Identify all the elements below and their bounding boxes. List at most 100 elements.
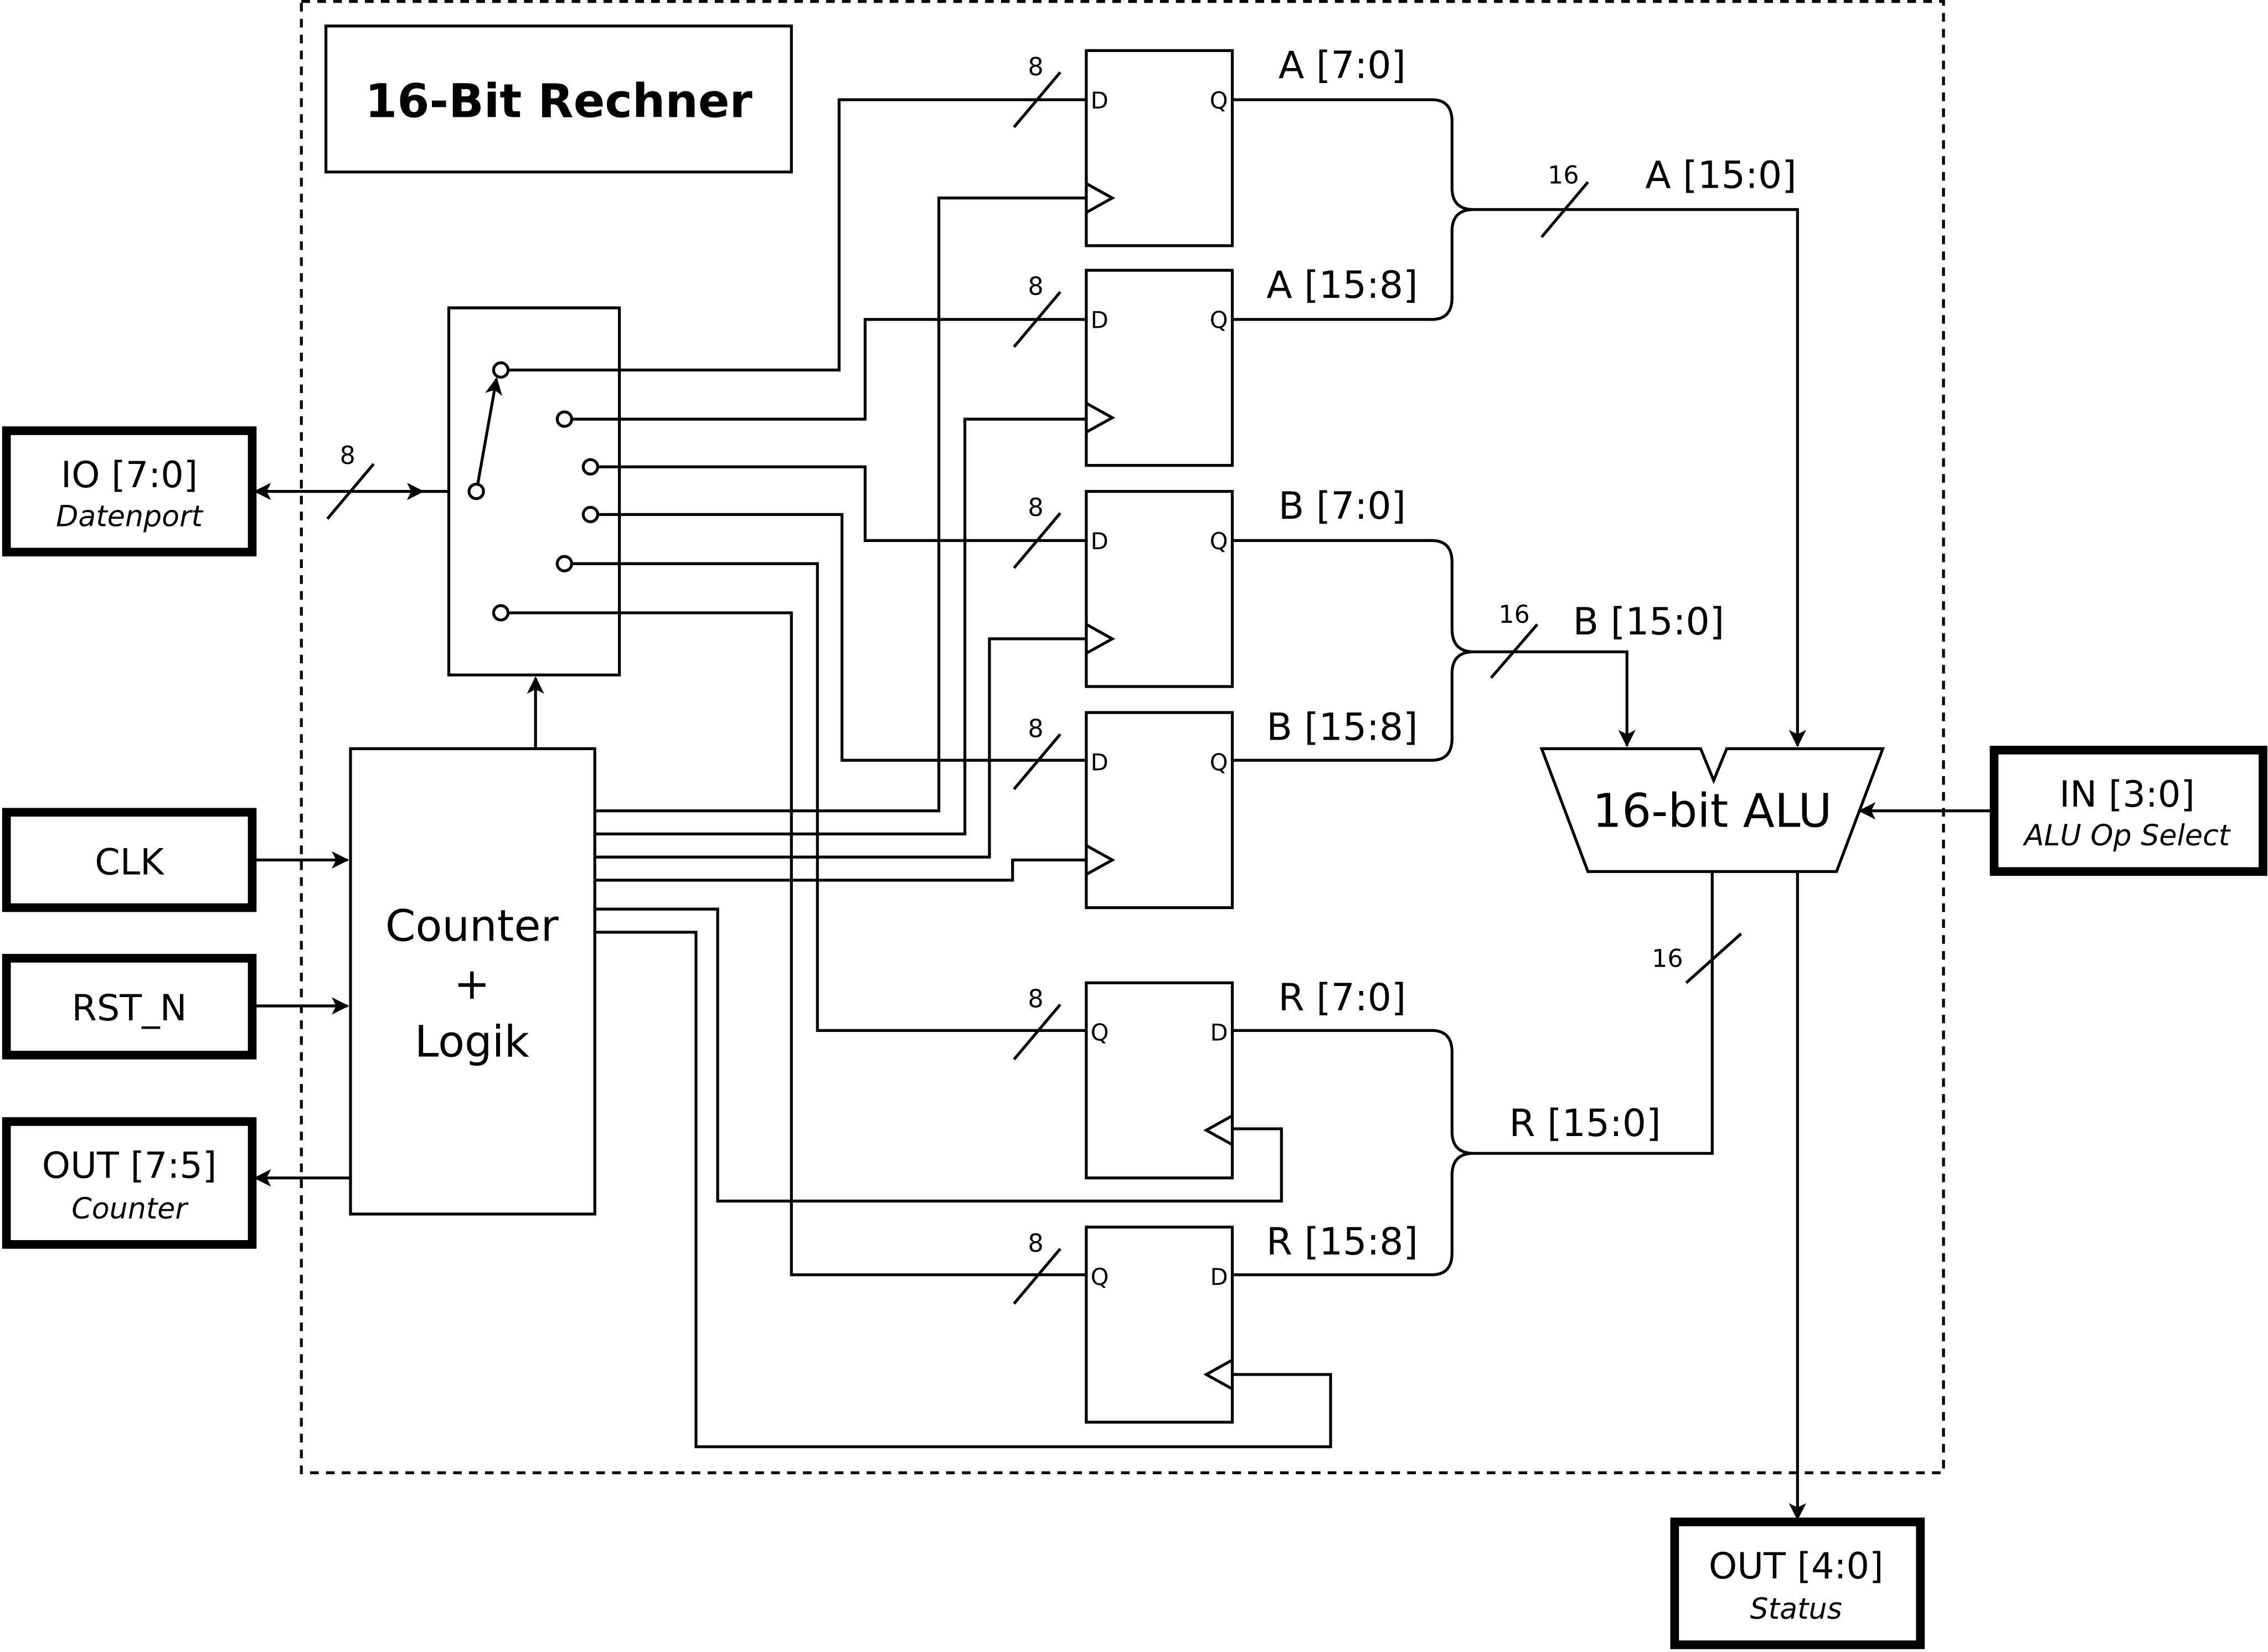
register-box: [1085, 981, 1234, 1180]
switch-terminal: [555, 410, 574, 428]
register-width: 8: [1028, 273, 1043, 301]
port-out-status[interactable]: OUT [4:0] Status: [1670, 1517, 1925, 1649]
register-label: A [7:0]: [1279, 44, 1406, 87]
switch-terminal: [492, 604, 510, 622]
clk-r-lo: [595, 907, 1283, 1203]
title: 16-Bit Rechner: [365, 74, 752, 128]
switch-terminal: [555, 555, 574, 572]
wire-from-r-hi: [508, 611, 1086, 1277]
port-rst[interactable]: RST_N: [2, 954, 257, 1060]
port-out-counter[interactable]: OUT [7:5] Counter: [2, 1117, 257, 1249]
register-in-pin: D: [1091, 87, 1109, 114]
register-width: 8: [1028, 494, 1043, 522]
wire-from-r-lo: [571, 562, 1086, 1032]
register-width: 8: [1028, 1230, 1043, 1258]
counter-logic-block: Counter + Logik: [349, 747, 596, 1216]
wire-to-b-lo: [597, 465, 1086, 543]
switch-common-terminal: [467, 482, 485, 500]
clock-triangle-icon: [1085, 623, 1116, 655]
r-bus-width: 16: [1652, 945, 1683, 973]
switch-lever: [476, 377, 503, 485]
counter-label-2: +: [453, 959, 490, 1009]
register-width: 8: [1028, 53, 1043, 81]
register-out-pin: Q: [1210, 307, 1228, 334]
register-box: [1085, 269, 1234, 467]
clock-triangle-icon: [1203, 1114, 1233, 1146]
counter-label-3: Logik: [415, 1016, 530, 1067]
demux-switch: [447, 306, 621, 677]
register-out-pin: D: [1210, 1019, 1228, 1046]
port-out-counter-desc: Counter: [71, 1192, 189, 1226]
register-label: R [15:8]: [1266, 1220, 1418, 1264]
b-bus-label: B [15:0]: [1573, 600, 1724, 644]
a-bus-label: A [15:0]: [1645, 153, 1796, 197]
register-width: 8: [1028, 715, 1043, 743]
register-in-pin: Q: [1091, 1263, 1109, 1290]
port-io-desc: Datenport: [56, 500, 204, 533]
wire-to-a-hi: [571, 318, 1086, 421]
a-bus: [1473, 208, 1806, 747]
register-in-pin: D: [1091, 307, 1109, 334]
register-box: [1085, 49, 1234, 247]
r-bus-label: R [15:0]: [1509, 1102, 1661, 1145]
wire-to-a-lo: [508, 98, 1086, 371]
register-label: B [15:8]: [1266, 706, 1418, 750]
register-in-pin: D: [1091, 748, 1109, 776]
a-bus-width: 16: [1548, 162, 1579, 190]
clk-b-lo: [595, 637, 1086, 859]
register-box: [1085, 490, 1234, 688]
port-clk[interactable]: CLK: [2, 808, 257, 912]
register-label: B [7:0]: [1279, 484, 1406, 528]
io-bus-width: 8: [340, 442, 355, 470]
port-out-status-desc: Status: [1750, 1593, 1842, 1626]
port-io-name: IO [7:0]: [61, 454, 198, 496]
counter-label-1: Counter: [385, 901, 559, 952]
port-out-counter-name: OUT [7:5]: [42, 1145, 217, 1187]
register-box: [1085, 711, 1234, 910]
chip-boundary: [300, 0, 1945, 1474]
switch-terminal: [492, 361, 510, 379]
a-bus-width-slash: [1540, 181, 1589, 238]
io-bus-width-slash: [326, 463, 375, 520]
register-label: R [7:0]: [1278, 976, 1406, 1020]
port-out-status-name: OUT [4:0]: [1709, 1545, 1884, 1587]
register-label: A [15:8]: [1266, 264, 1418, 307]
width-slash: [1013, 1247, 1061, 1305]
clock-triangle-icon: [1085, 844, 1116, 876]
port-io[interactable]: IO [7:0] Datenport: [2, 426, 257, 557]
register-4: Q D R [7:0] 8: [1013, 976, 1406, 1180]
clk-a-lo: [595, 197, 1086, 813]
b-bus-width: 16: [1498, 601, 1529, 629]
b-bus-width-slash: [1489, 623, 1539, 679]
port-clk-name: CLK: [95, 841, 165, 883]
register-in-pin: Q: [1091, 1019, 1109, 1046]
width-slash: [1013, 512, 1061, 569]
r-bus: [1473, 871, 1714, 1155]
register-5: Q D R [15:8] 8: [1013, 1220, 1418, 1424]
b-bus: [1473, 650, 1636, 747]
r-bus-width-slash: [1685, 932, 1743, 984]
register-1: D Q A [15:8] 8: [1013, 264, 1418, 467]
port-rst-name: RST_N: [72, 987, 187, 1029]
clock-triangle-icon: [1085, 182, 1116, 214]
register-out-pin: Q: [1210, 87, 1228, 114]
alu: 16-bit ALU: [1539, 747, 1885, 873]
register-0: D Q A [7:0] 8: [1013, 44, 1406, 247]
width-slash: [1013, 1003, 1061, 1061]
register-out-pin: Q: [1210, 528, 1228, 555]
title-block: 16-Bit Rechner: [324, 24, 793, 174]
clk-r-hi: [595, 931, 1332, 1448]
register-out-pin: D: [1210, 1263, 1228, 1290]
clock-triangle-icon: [1203, 1359, 1233, 1391]
port-in-alu-name: IN [3:0]: [2059, 773, 2195, 815]
switch-terminal: [581, 458, 600, 476]
register-out-pin: Q: [1210, 748, 1228, 776]
register-3: D Q B [15:8] 8: [1013, 706, 1418, 910]
register-width: 8: [1028, 985, 1043, 1014]
port-in-alu[interactable]: IN [3:0] ALU Op Select: [1989, 746, 2267, 876]
port-in-alu-desc: ALU Op Select: [2023, 819, 2231, 853]
clock-triangle-icon: [1085, 402, 1116, 433]
width-slash: [1013, 733, 1061, 791]
